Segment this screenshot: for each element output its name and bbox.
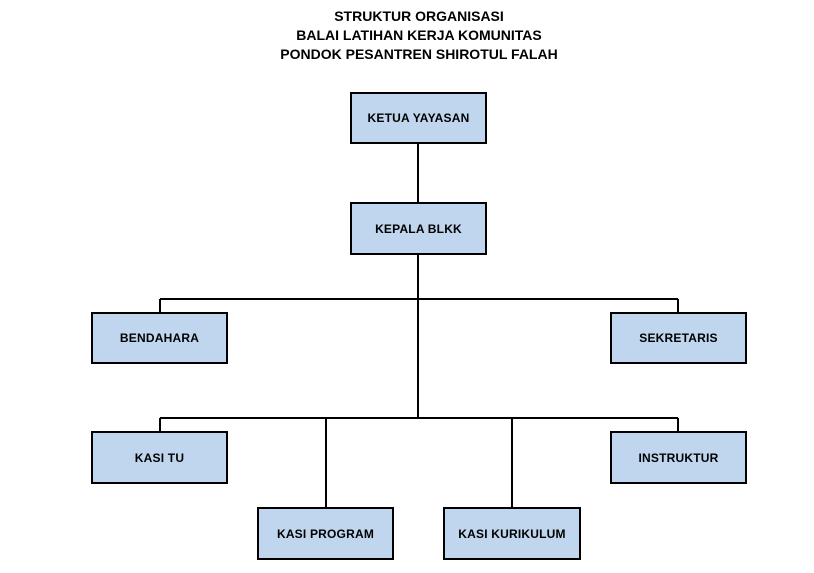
- node-kasi-kurikulum: KASI KURIKULUM: [443, 507, 581, 560]
- title-line-2: BALAI LATIHAN KERJA KOMUNITAS: [296, 27, 542, 43]
- title-line-1: STRUKTUR ORGANISASI: [334, 8, 504, 24]
- title-line-3: PONDOK PESANTREN SHIROTUL FALAH: [280, 46, 558, 62]
- chart-title: STRUKTUR ORGANISASI BALAI LATIHAN KERJA …: [0, 7, 814, 64]
- node-bendahara: BENDAHARA: [91, 312, 228, 364]
- node-kasi-program: KASI PROGRAM: [257, 507, 394, 560]
- node-instruktur: INSTRUKTUR: [610, 431, 747, 484]
- node-kasi-tu: KASI TU: [91, 431, 228, 484]
- node-ketua-yayasan: KETUA YAYASAN: [350, 92, 487, 144]
- node-kepala-blkk: KEPALA BLKK: [350, 202, 487, 255]
- node-sekretaris: SEKRETARIS: [610, 312, 747, 364]
